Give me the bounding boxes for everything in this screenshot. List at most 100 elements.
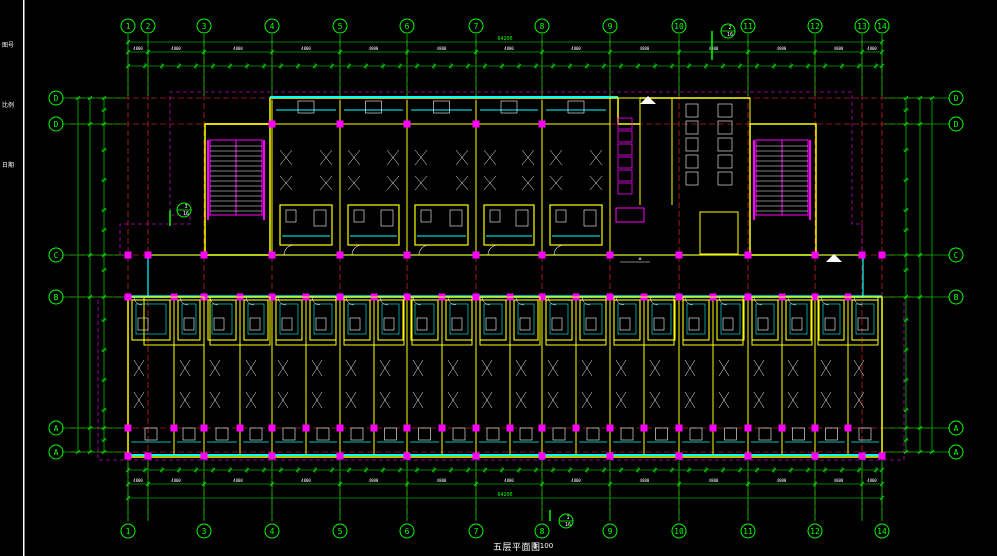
wardrobe-mark (347, 149, 361, 166)
door-swing (753, 296, 763, 306)
bathroom (785, 299, 812, 341)
grid-bubble-label: 13 (857, 22, 867, 31)
section-mark-number: 1 (566, 515, 569, 521)
structural-column (858, 452, 866, 460)
wardrobe-mark (133, 359, 145, 377)
grid-bubble-top (534, 18, 550, 34)
grid-bubble-bottom (468, 523, 484, 539)
wardrobe-mark (820, 359, 832, 377)
grid-bubble-top (332, 18, 348, 34)
toilet-fixture (349, 317, 361, 331)
grid-bubble-left (48, 90, 64, 106)
structural-column (268, 424, 276, 432)
bathroom (207, 299, 237, 341)
wardrobe-mark (581, 391, 593, 409)
structural-column (336, 424, 344, 432)
bathroom-outline (275, 296, 337, 346)
door-swing (447, 296, 457, 306)
shower-enclosure (313, 303, 333, 335)
structural-column (144, 251, 152, 259)
dimension-value: 4800 (640, 478, 650, 483)
wardrobe-mark (447, 391, 459, 409)
door-swing (515, 296, 525, 306)
toilet-fixture (451, 317, 463, 331)
balcony-fixture (858, 427, 872, 441)
grid-bubble-top (854, 18, 870, 34)
dimension-value: 4800 (640, 46, 650, 51)
bathroom-outline (143, 296, 205, 346)
grid-bubble-label: 4 (270, 22, 275, 31)
toilet-fixture (757, 317, 769, 331)
door-swing (581, 296, 591, 306)
sink-fixture (449, 209, 463, 227)
section-mark-sheet: 16 (727, 32, 733, 38)
shower-enclosure (789, 303, 808, 335)
bathroom-outline (479, 296, 541, 346)
grid-bubble-label: A (954, 448, 959, 457)
structural-column (124, 424, 132, 432)
toilet-fixture (653, 317, 665, 331)
dimension-value: 4800 (369, 478, 379, 483)
structural-column (878, 452, 886, 460)
wardrobe-mark (549, 149, 563, 166)
toilet-cubicle (617, 169, 633, 182)
door-swing (853, 296, 863, 306)
grid-bubble-label: 2 (146, 22, 151, 31)
structural-column (744, 293, 752, 301)
door-swing (820, 296, 830, 306)
structural-column (472, 452, 480, 460)
balcony-fixture (316, 427, 330, 441)
bathroom (513, 299, 539, 341)
bathroom (131, 299, 171, 341)
grid-bubble-bottom (807, 523, 823, 539)
dimension-value: 4800 (571, 478, 581, 483)
shower-enclosure (755, 303, 775, 335)
sink-fixture (380, 209, 394, 227)
structural-column (268, 251, 276, 259)
wardrobe-mark (209, 359, 221, 377)
wardrobe-mark (515, 359, 527, 377)
wardrobe-mark (345, 359, 357, 377)
toilet-fixture (416, 317, 428, 331)
toilet-fixture (857, 317, 869, 331)
dimension-value: 4800 (133, 478, 143, 483)
structural-column (472, 120, 480, 128)
door-swing (379, 296, 389, 306)
bathroom (279, 204, 333, 246)
structural-column (744, 452, 752, 460)
grid-bubble-label: A (54, 424, 59, 433)
door-swing (547, 296, 557, 306)
grid-bubble-left (48, 420, 64, 436)
wardrobe-mark (279, 149, 293, 166)
dimension-value: 4800 (867, 478, 877, 483)
wardrobe-mark (820, 391, 832, 409)
dimension-value: 4800 (133, 46, 143, 51)
shower-enclosure (135, 303, 167, 335)
grid-bubble-top (468, 18, 484, 34)
shower-enclosure (449, 303, 469, 335)
drawing-title: 五层平面图 (493, 543, 541, 553)
structural-column (124, 293, 132, 301)
grid-bubble-label: 12 (810, 22, 820, 31)
balcony-fixture (249, 427, 263, 441)
grid-bubble-label: A (54, 448, 59, 457)
door-swing (684, 296, 694, 306)
bathroom (716, 299, 745, 341)
shower-enclosure (414, 303, 435, 335)
wardrobe-mark (245, 359, 257, 377)
grid-bubble-top (671, 18, 687, 34)
balcony-fixture (282, 427, 296, 441)
grid-bubble-label: 1 (126, 22, 131, 31)
grid-bubble-label: 10 (674, 22, 684, 31)
section-mark-number: 2 (728, 25, 731, 31)
wardrobe-mark (311, 391, 323, 409)
wardrobe-mark (615, 391, 627, 409)
wardrobe-mark (615, 359, 627, 377)
structural-column (744, 424, 752, 432)
wardrobe-mark (379, 391, 391, 409)
dimension-value: 4800 (571, 46, 581, 51)
grid-bubble-top (399, 18, 415, 34)
grid-bubble-label: 6 (405, 527, 410, 536)
door-swing (283, 244, 295, 256)
wardrobe-mark (853, 391, 865, 409)
